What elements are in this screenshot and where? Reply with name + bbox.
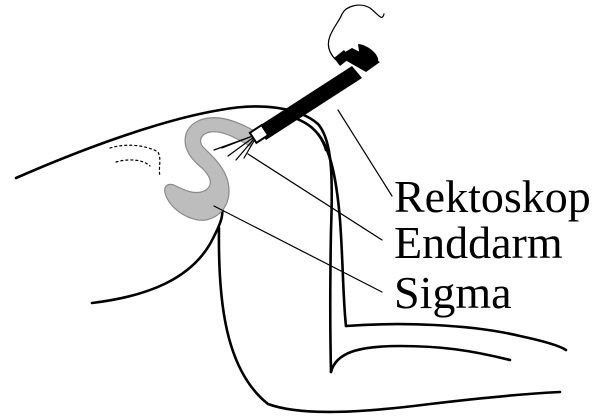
body-back-outline	[16, 106, 332, 372]
label-rectoscope: Rektoskop	[394, 171, 591, 222]
leader-rectum	[248, 154, 382, 240]
leader-rectoscope	[338, 110, 392, 196]
intestine-shape	[165, 118, 256, 221]
pelvic-dashed-contour	[110, 145, 160, 176]
leader-sigma	[214, 206, 382, 292]
pelvic-dashed-contour-lower	[116, 160, 150, 166]
lower-leg-outline	[331, 346, 510, 372]
label-sigmoid: Sigma	[394, 267, 512, 318]
label-rectum: Enddarm	[394, 217, 563, 268]
